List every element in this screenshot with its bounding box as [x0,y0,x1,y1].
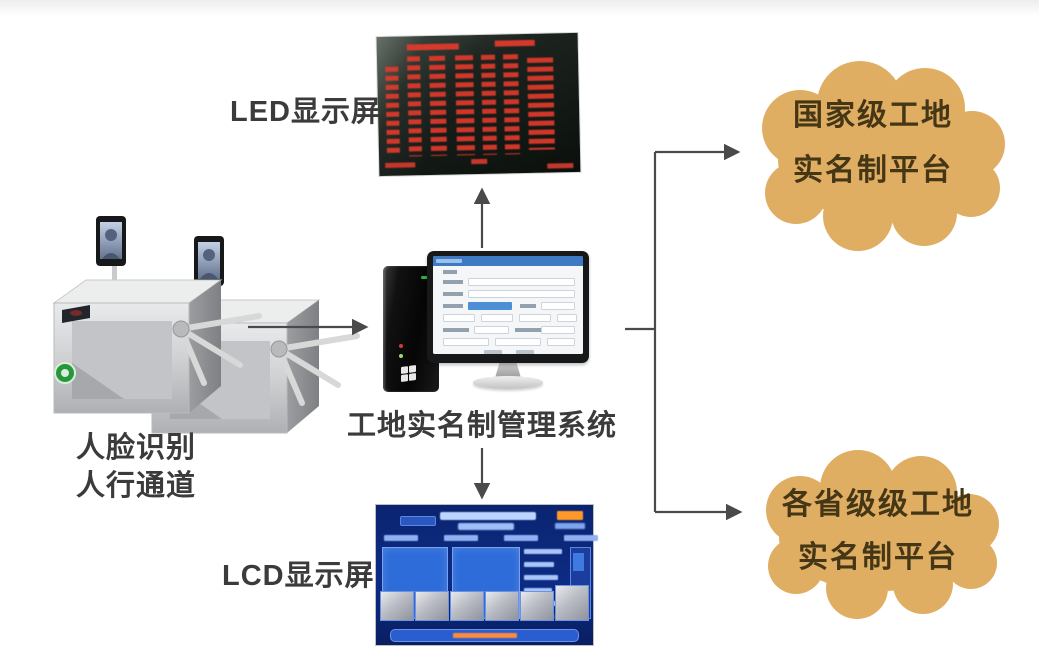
led-display-image [376,32,581,177]
led-text-column [428,55,448,157]
turnstile-left [54,216,259,413]
cloud-national-line1: 国家级工地 [793,99,953,132]
led-display-label: LED显示屏 [230,96,382,128]
led-text-column [385,66,400,153]
monitor-icon [427,251,589,363]
monitor-stand-neck [495,362,521,378]
lcd-display-image [376,505,598,645]
led-text-column [480,54,498,155]
worker-photo-thumb [380,591,414,621]
lcd-display-label: LCD显示屏 [222,560,375,592]
cloud-national-line2: 实名制平台 [793,154,953,187]
led-text-fragment [385,162,416,168]
turnstile-right [152,236,357,433]
app-title-bar [433,256,583,266]
led-text-column [527,57,555,150]
led-text-column [454,55,476,156]
lcd-column-headers [384,535,598,542]
lcd-ticker-banner [390,629,579,642]
led-text-column [406,56,423,157]
monitor-stand-base [473,376,543,389]
tower-power-light [421,276,431,279]
worker-photo-thumb [415,591,449,621]
cloud-national-text: 国家级工地 实名制平台 [768,88,978,198]
turnstile-label-line1: 人脸识别 [76,432,197,464]
app-buttons [443,350,575,354]
worker-photo-thumb [450,591,484,621]
tower-led-green [399,354,403,358]
lcd-date-bar [555,523,585,529]
cloud-provincial-line2: 实名制平台 [798,541,958,574]
lcd-title-bar [440,512,536,520]
lcd-subtitle-bar [458,523,514,530]
led-text-fragment [471,158,488,165]
worker-photo-thumb [485,591,519,621]
worker-photo-thumb [520,591,554,621]
monitor-screen [433,256,583,354]
lcd-header [382,510,587,532]
led-text-row [406,43,459,51]
app-form-body [433,266,583,354]
led-text-row [494,39,535,47]
system-label: 工地实名制管理系统 [347,410,618,442]
turnstile-label-line2: 人行通道 [76,470,197,502]
worker-photo-thumb [555,585,589,621]
cloud-provincial-line1: 各省级级工地 [782,488,974,521]
windows-logo-icon [401,364,416,383]
cloud-provincial-text: 各省级级工地 实名制平台 [752,478,1004,584]
tower-led-red [399,344,403,348]
led-text-column [502,54,521,155]
lcd-header-button [400,516,436,526]
top-gradient-strip [0,0,1039,16]
led-text-fragment [547,163,574,169]
face-recognition-turnstiles [48,205,370,450]
lcd-clock [557,511,583,520]
